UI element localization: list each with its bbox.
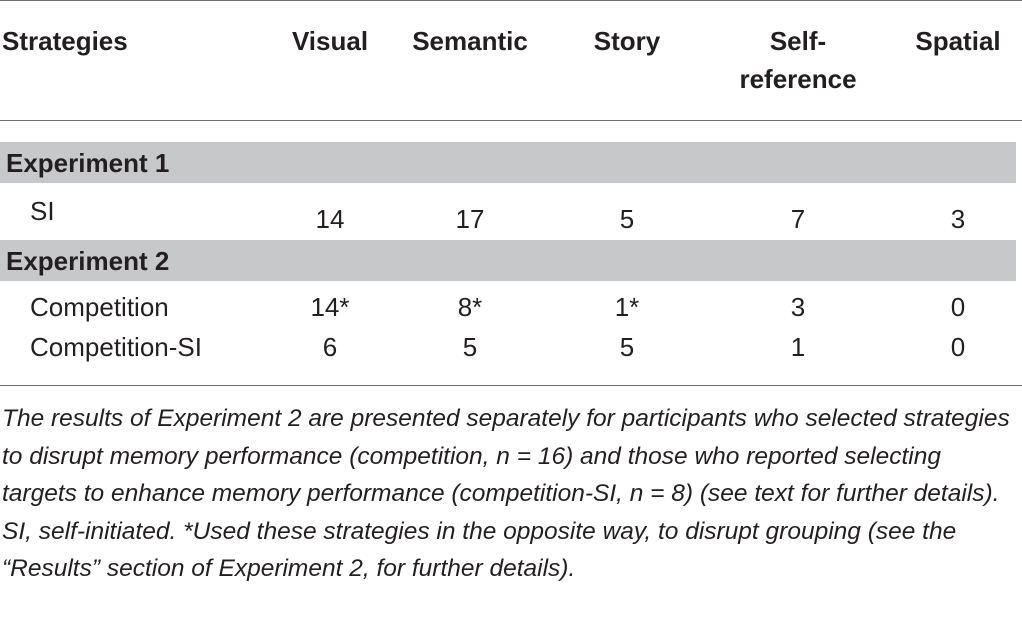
header-self-line1: Self- [769, 26, 827, 56]
section-title: Experiment 1 [6, 148, 170, 178]
footnote-results: The results of Experiment 2 are presente… [2, 405, 1010, 507]
cell-visual: 14* [310, 292, 350, 322]
table-footnotes: The results of Experiment 2 are presente… [2, 400, 1012, 588]
cell-visual: 6 [322, 332, 338, 362]
header-bottom-rule [0, 120, 1022, 121]
row-label: Competition-SI [30, 332, 202, 362]
header-self-line2: reference [739, 64, 857, 94]
row-label: Competition [30, 292, 169, 322]
cell-spatial: 0 [950, 332, 966, 362]
table-bottom-rule [0, 385, 1022, 386]
section-band-experiment-2: Experiment 2 [0, 240, 1016, 281]
cell-story: 5 [619, 332, 635, 362]
cell-self-reference: 7 [790, 204, 806, 234]
table-top-rule [0, 0, 1022, 1]
footnote-abbreviations: SI, self-initiated. *Used these strategi… [2, 517, 957, 583]
section-band-experiment-1: Experiment 1 [0, 142, 1016, 183]
cell-self-reference: 1 [790, 332, 806, 362]
cell-semantic: 5 [462, 332, 478, 362]
cell-semantic: 17 [455, 204, 485, 234]
header-spatial: Spatial [915, 26, 1001, 56]
row-label: SI [30, 196, 55, 226]
cell-story: 5 [619, 204, 635, 234]
header-visual: Visual [291, 26, 369, 56]
cell-story: 1* [614, 292, 640, 322]
section-title: Experiment 2 [6, 246, 170, 276]
header-strategies: Strategies [2, 26, 128, 56]
cell-spatial: 0 [950, 292, 966, 322]
header-semantic: Semantic [412, 26, 528, 56]
header-self-reference: Self- reference [718, 22, 878, 98]
cell-visual: 14 [315, 204, 345, 234]
header-story: Story [593, 26, 661, 56]
cell-self-reference: 3 [790, 292, 806, 322]
cell-semantic: 8* [457, 292, 483, 322]
cell-spatial: 3 [950, 204, 966, 234]
